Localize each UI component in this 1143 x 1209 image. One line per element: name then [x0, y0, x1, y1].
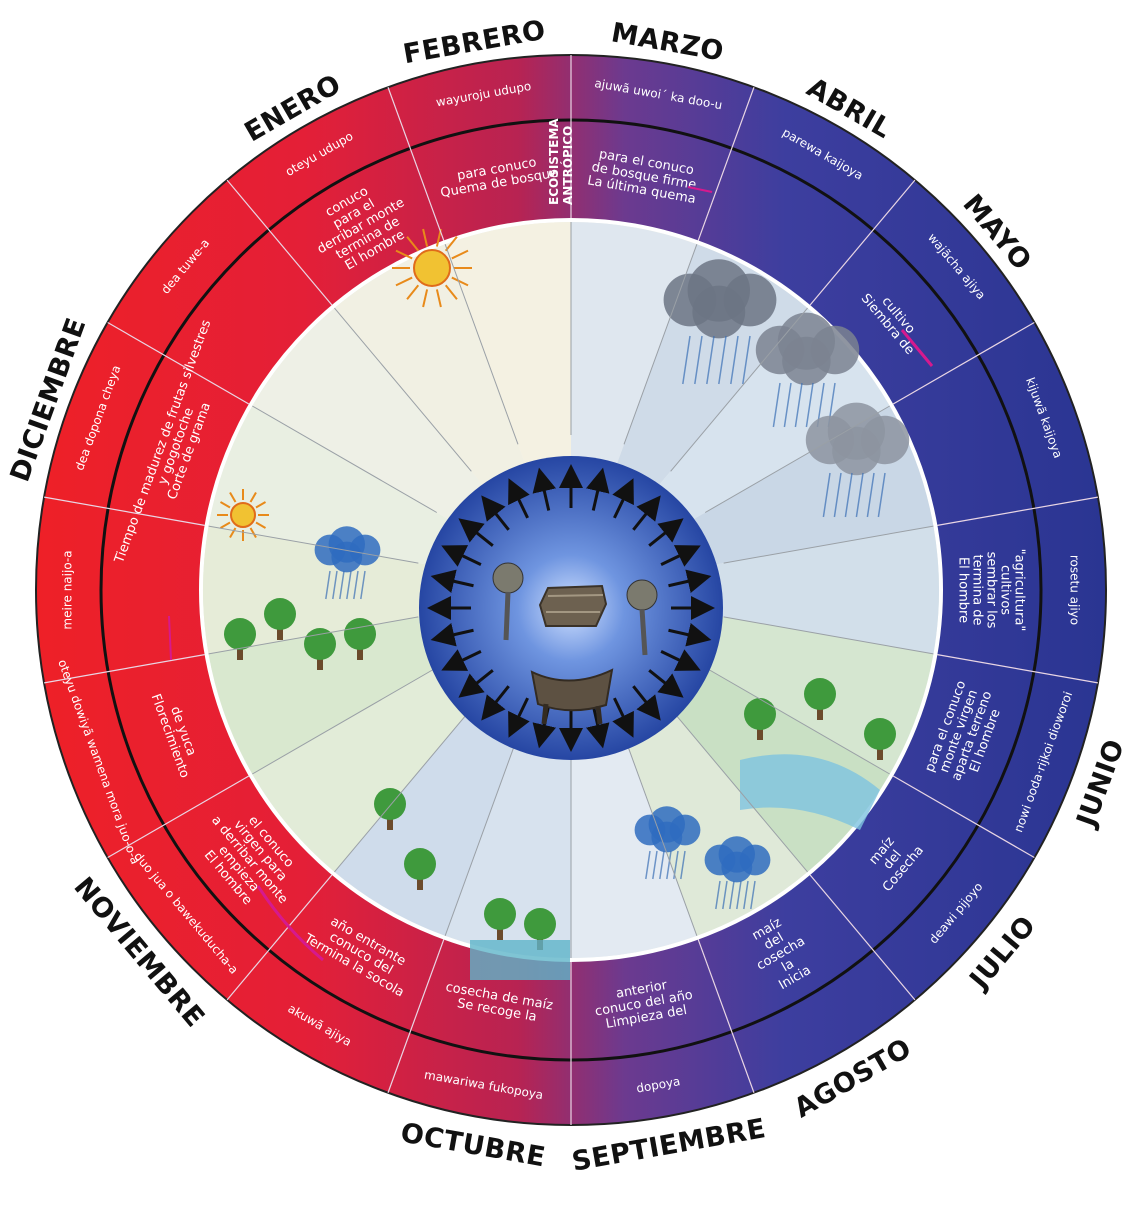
accent-mark-marzo	[687, 186, 713, 193]
arrow-icon	[508, 697, 530, 738]
rim-divider	[387, 87, 445, 241]
basket-icon	[538, 584, 608, 627]
canoe-stool-icon	[530, 668, 614, 725]
cloud-drawing	[704, 836, 771, 910]
rim-divider	[107, 775, 250, 859]
sector-divider	[208, 616, 419, 655]
sector-divider	[704, 405, 890, 513]
rim-label: rosetu ajiyo	[1068, 555, 1082, 625]
activity-line: sembrar los	[984, 552, 999, 629]
arrow-icon	[648, 669, 684, 698]
sector-divider	[670, 307, 808, 472]
accent-mark-mayo	[900, 329, 934, 367]
ecosystem-label-line-1: ECOSISTEMA	[547, 118, 561, 205]
tree-drawing	[744, 698, 776, 740]
sector-divider	[704, 667, 890, 775]
accent-mark-enero	[168, 615, 172, 661]
tree-drawing	[404, 848, 436, 890]
center-arrows	[427, 464, 715, 752]
sector-divider	[252, 667, 438, 775]
arrow-icon	[586, 467, 610, 511]
rim-divider	[697, 939, 755, 1093]
arrow-icon	[532, 467, 556, 511]
sector-divider	[623, 244, 698, 445]
sector-divider	[623, 735, 698, 936]
arrow-icon	[632, 685, 661, 721]
rim-divider	[107, 321, 250, 405]
cloud-drawing	[755, 312, 860, 428]
arrow-icon	[648, 518, 684, 547]
rim-divider	[226, 874, 333, 1001]
arrow-icon	[660, 649, 701, 671]
tree-drawing	[484, 898, 516, 940]
rim-divider	[892, 321, 1035, 405]
water-drawing	[470, 940, 570, 980]
sector-divider	[723, 616, 934, 655]
arrow-icon	[586, 705, 610, 749]
arrow-icon	[612, 478, 634, 519]
sector-divider	[252, 405, 438, 513]
water-drawing	[740, 754, 880, 830]
arrow-icon	[612, 697, 634, 738]
tree-drawing	[804, 678, 836, 720]
tree-drawing	[224, 618, 256, 660]
arrow-icon	[430, 623, 474, 647]
sector-divider	[444, 735, 519, 936]
rim-divider	[892, 775, 1035, 859]
arrow-icon	[441, 545, 482, 567]
arrow-icon	[660, 545, 701, 567]
activity-line: El hombre	[956, 557, 971, 623]
arrow-icon	[481, 685, 510, 721]
arrow-icon	[481, 495, 510, 531]
sector-divider	[670, 708, 808, 873]
cloud-drawing	[634, 806, 701, 880]
ecosystem-label-line-2: ANTRÓPICO	[560, 126, 575, 205]
accent-mark-diciembre	[256, 885, 324, 962]
tree-drawing	[864, 718, 896, 760]
rim-divider	[809, 874, 916, 1001]
sector-dividers	[44, 55, 1098, 1125]
scene-wedge	[203, 526, 572, 654]
arrow-icon	[458, 669, 494, 698]
sector-divider	[723, 525, 934, 564]
scene-wedge	[571, 526, 939, 654]
rim-divider	[697, 87, 755, 241]
arrow-icon	[441, 649, 482, 671]
rim-label: meire naijo-a	[61, 550, 75, 629]
rim-divider	[937, 496, 1098, 526]
arrow-icon	[430, 569, 474, 593]
arrow-icon	[632, 495, 661, 531]
rim-divider	[44, 496, 205, 526]
activity-line: cultivos	[998, 565, 1013, 615]
sun-drawing	[217, 489, 269, 541]
activity-line: termina de	[970, 554, 985, 625]
sector-divider	[444, 244, 519, 445]
rim-divider	[937, 654, 1098, 684]
sector-divider	[334, 708, 472, 873]
arrow-icon	[508, 478, 530, 519]
month-label: OCTUBRE	[398, 1117, 548, 1173]
sector-divider	[208, 525, 419, 564]
arrow-icon	[668, 623, 712, 647]
cloud-drawing	[663, 259, 777, 385]
maraca-left-icon	[492, 562, 524, 641]
ecosystem-label: ECOSISTEMA ANTRÓPICO	[547, 118, 575, 205]
activity-line: "agricultura"	[1012, 549, 1027, 632]
tree-drawing	[264, 598, 296, 640]
rim-divider	[387, 939, 445, 1093]
maraca-right-icon	[626, 579, 658, 656]
sector-divider	[334, 307, 472, 472]
arrow-icon	[668, 569, 712, 593]
arrow-icon	[458, 518, 494, 547]
sun-drawing	[392, 228, 472, 308]
rim-divider	[44, 654, 205, 684]
rim-divider	[226, 179, 333, 306]
rim-divider	[809, 179, 916, 306]
